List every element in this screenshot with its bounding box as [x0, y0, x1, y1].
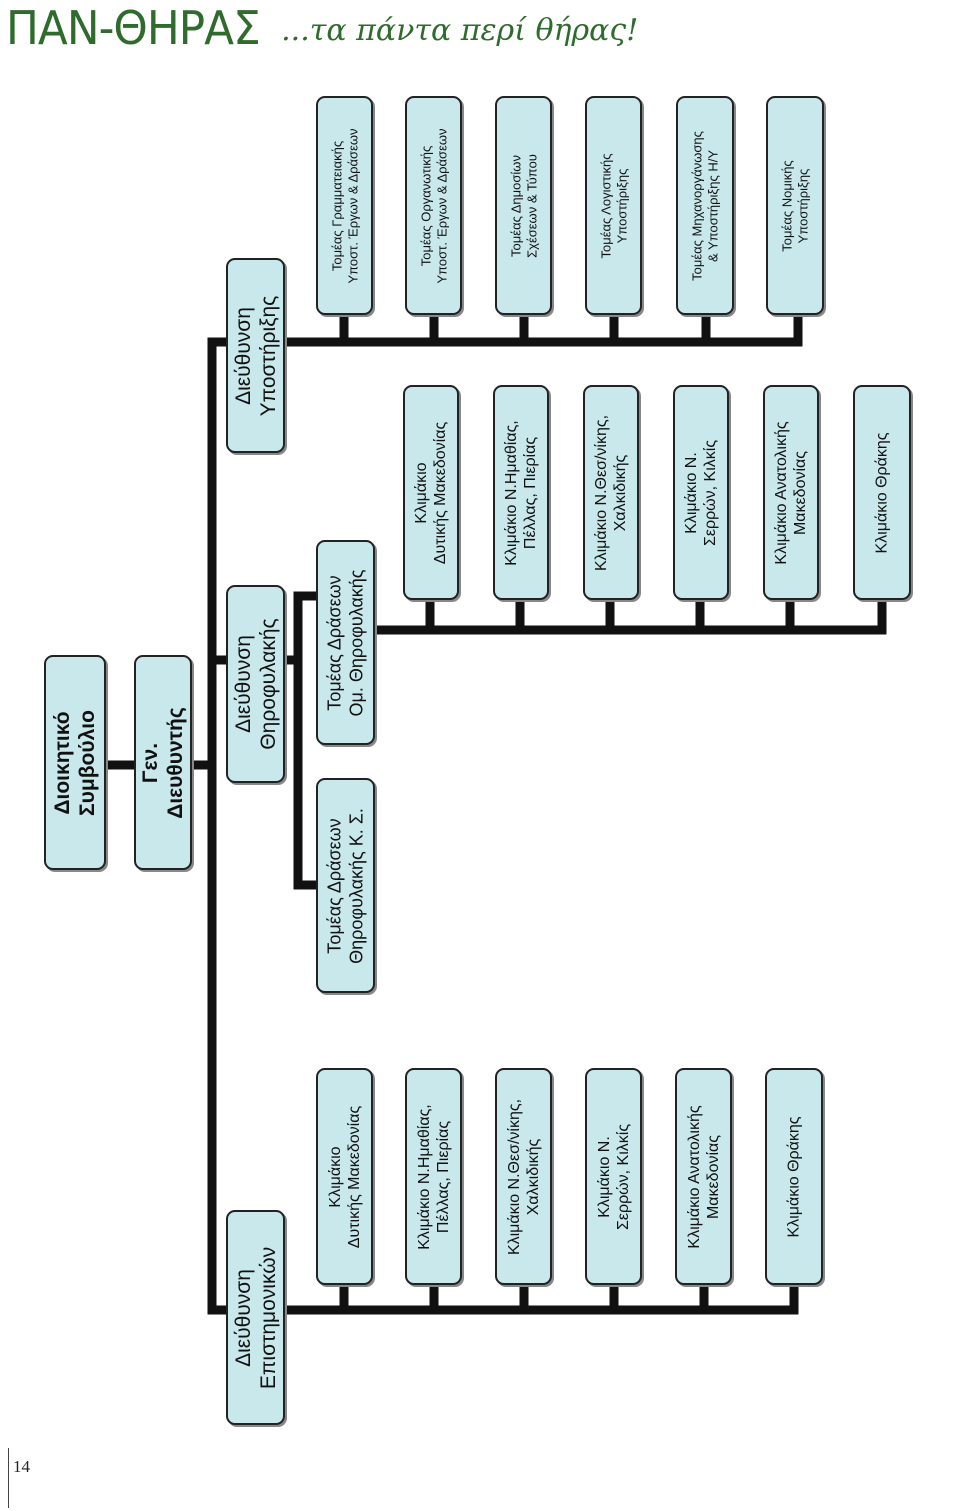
guard-item-label: Κλιμάκιο Ανατολικής Μακεδονίας — [772, 420, 809, 565]
science-item-label: Κλιμάκιο Ανατολικής Μακεδονίας — [685, 1104, 722, 1249]
support-item-label: Τομέας Δημοσίων Σχέσεων & Τύπου — [507, 153, 539, 258]
board-box: Διοικητικό Συμβούλιο — [44, 655, 106, 870]
support-item-label: Τομέας Λογιστικής Υποστήριξης — [597, 152, 629, 259]
logo-title: ΠΑΝ-ΘΗΡΑΣ — [6, 1, 261, 55]
guard-item-label: Κλιμάκιο Ν.Θεσ/νίκης, Χαλκιδικής — [592, 414, 629, 571]
support-item-label: Τομέας Οργανωτικής Υποστ. Έργων & Δράσεω… — [417, 127, 449, 284]
guard-sector-om-label: Τομέας Δράσεων Ομ. Θηροφυλακής — [323, 569, 366, 716]
guard-item-box: Κλιμάκιο Ν.Θεσ/νίκης, Χαλκιδικής — [583, 385, 639, 600]
support-item-box: Τομέας Μηχανοργάνωσης & Υποστήριξης Η/Υ — [676, 96, 734, 315]
guard-sector-om-box: Τομέας Δράσεων Ομ. Θηροφυλακής — [316, 540, 375, 745]
guard-item-box: Κλιμάκιο Ανατολικής Μακεδονίας — [763, 385, 819, 600]
page-number-rule — [8, 1448, 9, 1508]
science-item-label: Κλιμάκιο Θράκης — [785, 1116, 803, 1237]
guard-sector-ks-label: Τομέας Δράσεων Θηροφυλακής Κ. Σ. — [323, 807, 366, 964]
board-label: Διοικητικό Συμβούλιο — [50, 709, 99, 816]
science-item-box: Κλιμάκιο Δυτικής Μακεδονίας — [316, 1068, 373, 1285]
guard-directorate-box: Διεύθυνση Θηροφυλακής — [226, 585, 285, 783]
guard-item-box: Κλιμάκιο Ν.Ημαθίας, Πέλλας, Πιερίας — [493, 385, 549, 600]
support-item-box: Τομέας Λογιστικής Υποστήριξης — [585, 96, 642, 315]
science-item-label: Κλιμάκιο Δυτικής Μακεδονίας — [326, 1105, 363, 1248]
guard-item-box: Κλιμάκιο Ν. Σερρών, Κιλκίς — [673, 385, 729, 600]
science-item-box: Κλιμάκιο Ν.Ημαθίας, Πέλλας, Πιερίας — [405, 1068, 462, 1285]
support-item-label: Τομέας Γραμματειακής Υποστ. Έργων & Δράσ… — [328, 127, 360, 284]
support-directorate-box: Διεύθυνση Υποστήριξης — [226, 258, 285, 453]
guard-directorate-label: Διεύθυνση Θηροφυλακής — [231, 618, 280, 750]
science-item-box: Κλιμάκιο Θράκης — [765, 1068, 823, 1285]
support-item-box: Τομέας Γραμματειακής Υποστ. Έργων & Δράσ… — [316, 96, 373, 315]
guard-item-label: Κλιμάκιο Θράκης — [873, 432, 891, 553]
support-item-label: Τομέας Μηχανοργάνωσης & Υποστήριξης Η/Υ — [689, 130, 720, 281]
guard-sector-ks-box: Τομέας Δράσεων Θηροφυλακής Κ. Σ. — [316, 778, 375, 993]
science-directorate-box: Διεύθυνση Επιστημονικών — [226, 1210, 285, 1425]
guard-item-box: Κλιμάκιο Δυτικής Μακεδονίας — [403, 385, 459, 600]
science-item-label: Κλιμάκιο Ν.Θεσ/νίκης, Χαλκιδικής — [505, 1098, 542, 1255]
support-item-box: Τομέας Νομικής Υποστήριξης — [766, 96, 824, 315]
support-directorate-label: Διεύθυνση Υποστήριξης — [231, 295, 280, 416]
guard-item-label: Κλιμάκιο Ν.Ημαθίας, Πέλλας, Πιερίας — [502, 419, 539, 566]
guard-item-box: Κλιμάκιο Θράκης — [853, 385, 911, 600]
general-director-label: Γεν. Διευθυντής — [138, 706, 187, 819]
science-item-label: Κλιμάκιο Ν. Σερρών, Κιλκίς — [595, 1123, 632, 1230]
general-director-box: Γεν. Διευθυντής — [134, 655, 192, 870]
logo-tagline: ...τα πάντα περί θήρας! — [281, 13, 639, 48]
guard-item-label: Κλιμάκιο Δυτικής Μακεδονίας — [412, 421, 449, 564]
support-item-label: Τομέας Νομικής Υποστήριξης — [779, 159, 810, 252]
science-item-box: Κλιμάκιο Ν. Σερρών, Κιλκίς — [585, 1068, 642, 1285]
science-item-box: Κλιμάκιο Ν.Θεσ/νίκης, Χαλκιδικής — [495, 1068, 552, 1285]
science-item-label: Κλιμάκιο Ν.Ημαθίας, Πέλλας, Πιερίας — [415, 1103, 452, 1250]
science-item-box: Κλιμάκιο Ανατολικής Μακεδονίας — [675, 1068, 732, 1285]
support-item-box: Τομέας Δημοσίων Σχέσεων & Τύπου — [495, 96, 552, 315]
header-logo: ΠΑΝ-ΘΗΡΑΣ ...τα πάντα περί θήρας! — [6, 2, 638, 54]
page-number: 14 — [13, 1457, 30, 1476]
support-item-box: Τομέας Οργανωτικής Υποστ. Έργων & Δράσεω… — [405, 96, 462, 315]
guard-item-label: Κλιμάκιο Ν. Σερρών, Κιλκίς — [682, 439, 719, 546]
science-directorate-label: Διεύθυνση Επιστημονικών — [231, 1246, 280, 1389]
